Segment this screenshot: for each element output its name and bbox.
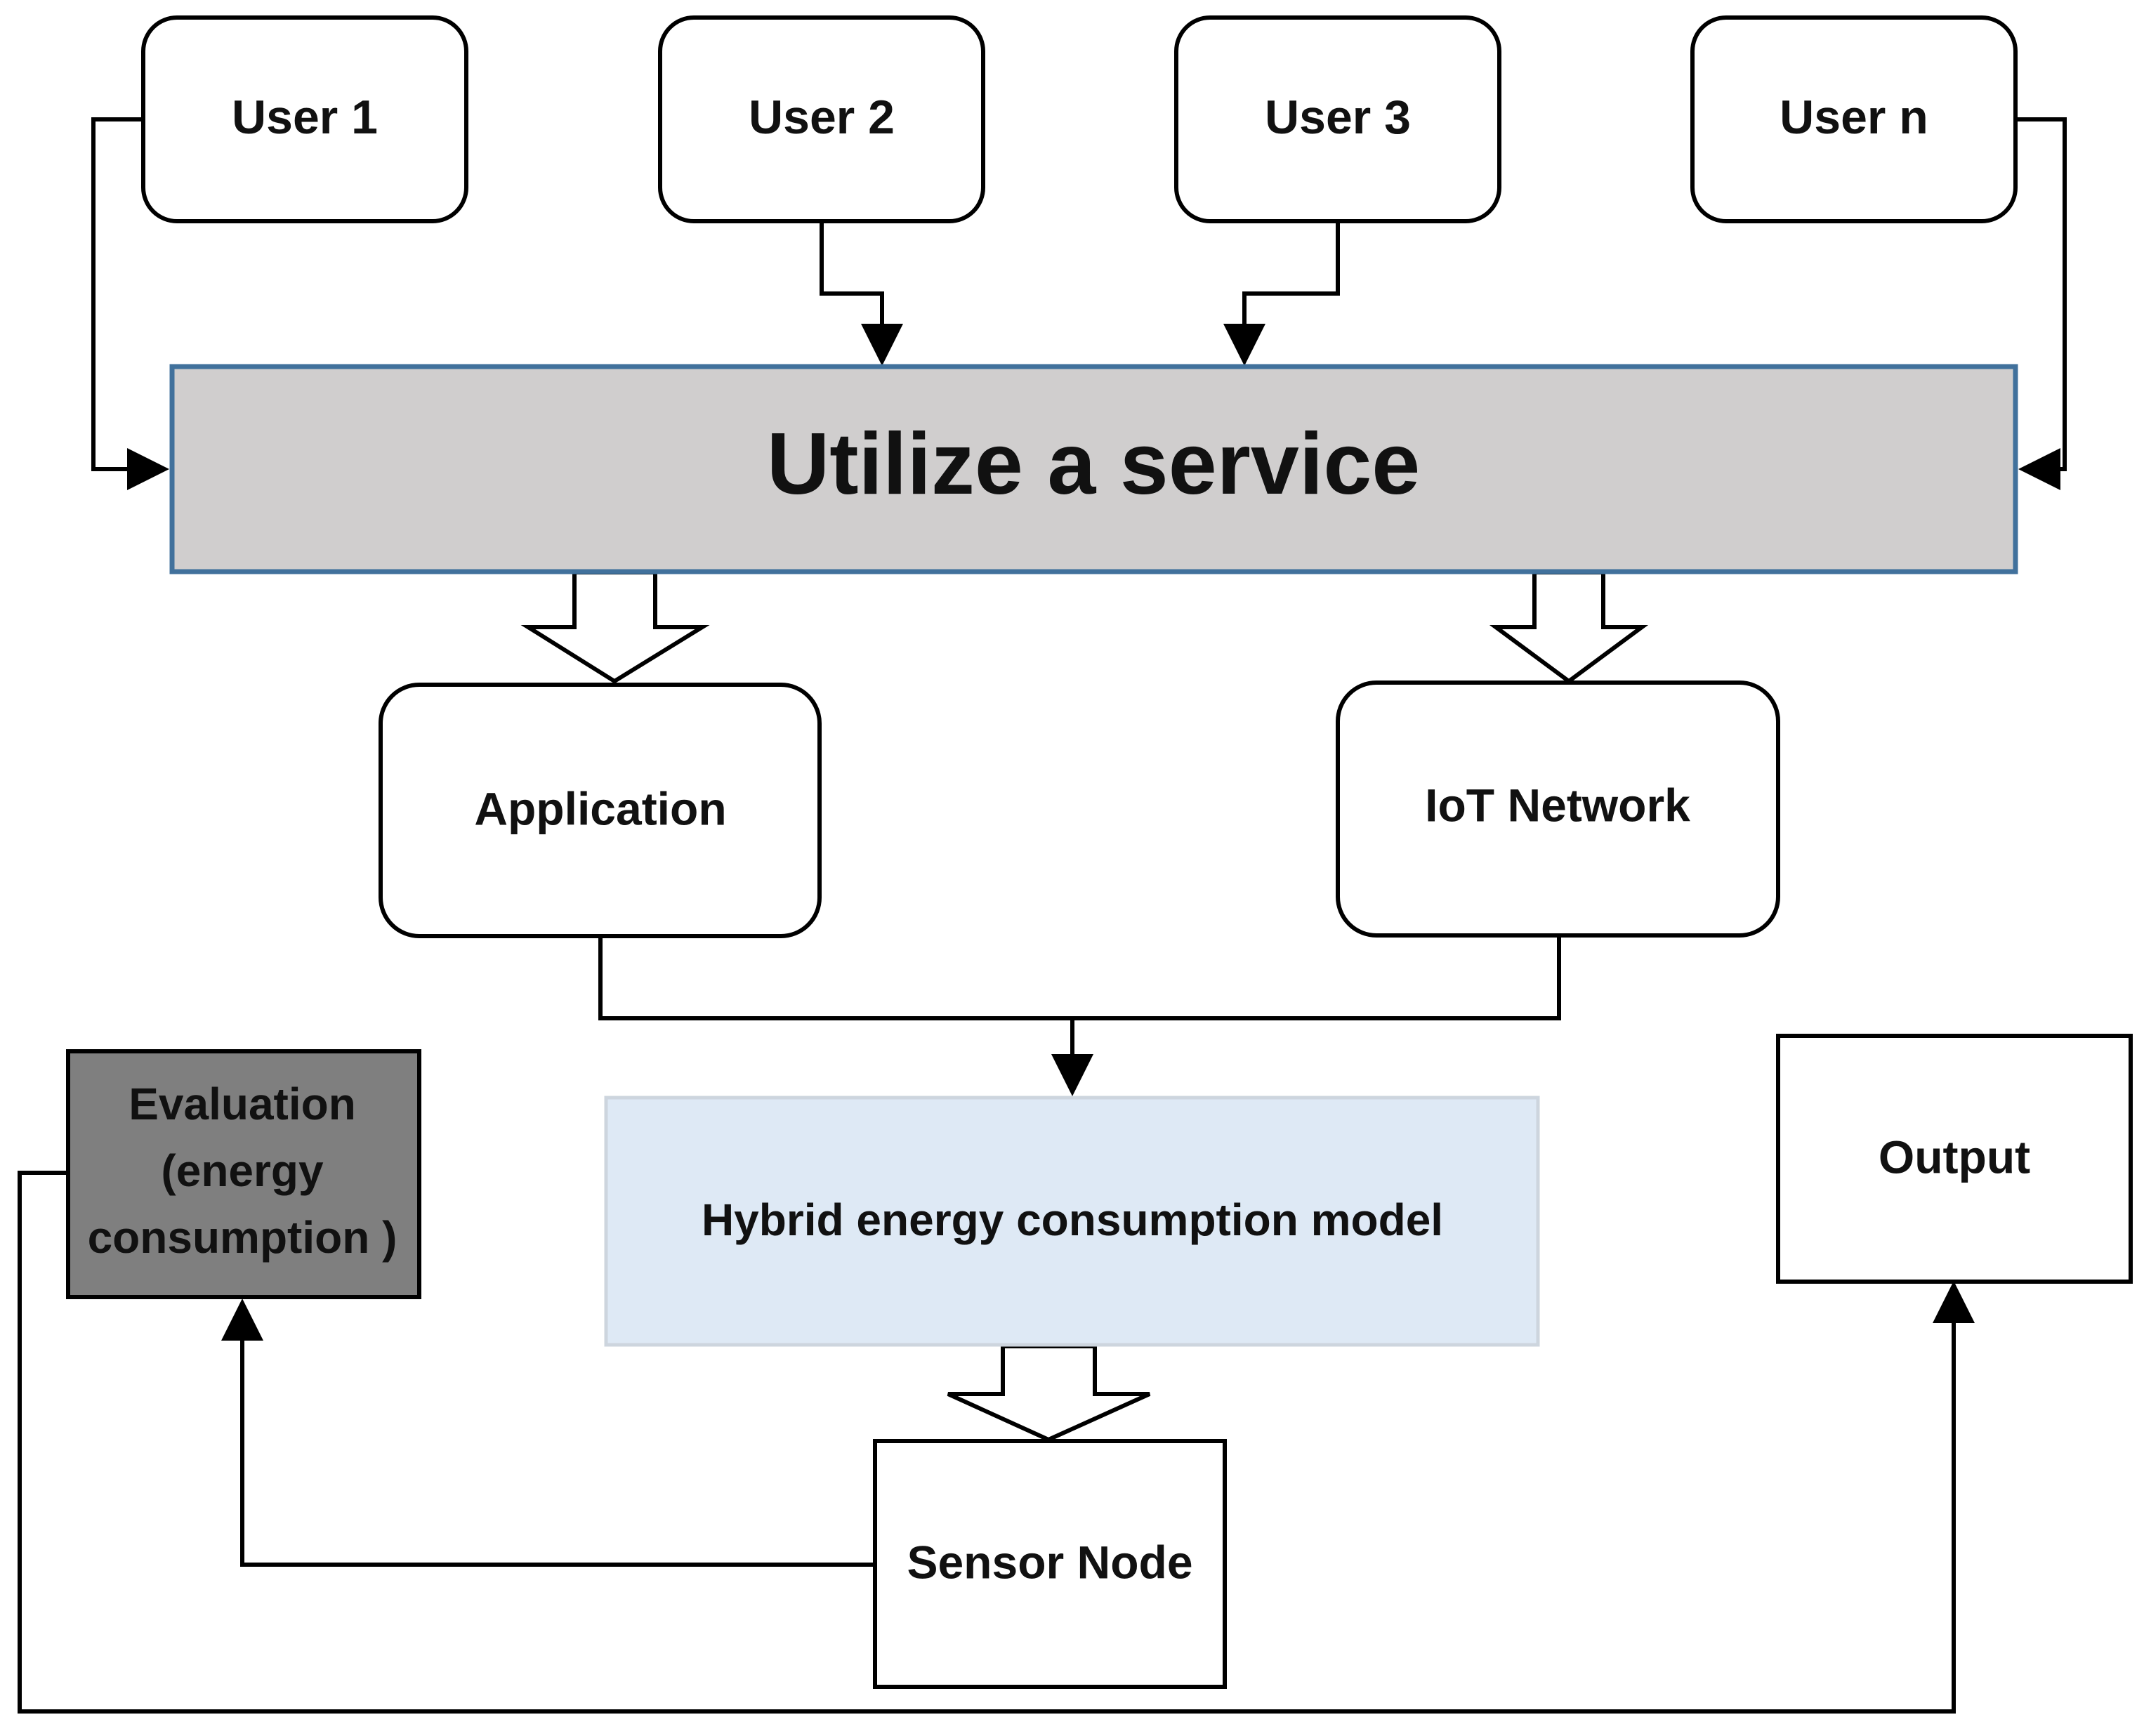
- user-3-label: User 3: [1265, 91, 1411, 144]
- evaluation-label-line2: (energy: [161, 1145, 324, 1196]
- connector-user3-service: [1223, 221, 1340, 366]
- user-2-box: [658, 15, 985, 223]
- block-arrow-model-sensor: [947, 1344, 1151, 1442]
- users-row: User 1 User 2 User 3 User n: [141, 15, 2018, 223]
- sensor-node-box: [873, 1439, 1227, 1689]
- service-label: Utilize a service: [767, 416, 1421, 513]
- block-arrow-service-application: [520, 570, 710, 684]
- user-3-box: [1174, 15, 1501, 223]
- application-label: Application: [474, 782, 726, 834]
- iot-network-box: [1336, 680, 1780, 938]
- application-box: [379, 683, 822, 938]
- model-box: [604, 1096, 1540, 1347]
- connector-sensor-evaluation: [221, 1298, 875, 1567]
- user-1-label: User 1: [232, 91, 378, 144]
- connector-user1-service: [91, 117, 169, 490]
- evaluation-label-line1: Evaluation: [129, 1079, 356, 1129]
- model-label: Hybrid energy consumption model: [702, 1195, 1443, 1245]
- connector-usern-service: [2015, 117, 2067, 490]
- evaluation-box: [66, 1049, 421, 1299]
- connector-user2-service: [820, 221, 903, 366]
- output-box: [1776, 1034, 2133, 1284]
- iot-network-label: IoT Network: [1425, 779, 1690, 831]
- sensor-node-label: Sensor Node: [907, 1536, 1192, 1588]
- user-n-label: User n: [1780, 91, 1928, 144]
- connector-evaluation-output: [18, 1171, 1975, 1714]
- connectors: [18, 117, 2067, 1714]
- block-arrow-service-iot: [1489, 570, 1649, 684]
- user-2-label: User 2: [749, 91, 895, 144]
- evaluation-label-line3: consumption ): [88, 1212, 397, 1263]
- output-label: Output: [1879, 1131, 2030, 1183]
- service-box: [169, 364, 2018, 574]
- connector-application-merge: [598, 936, 1561, 1020]
- user-1-box: [141, 15, 468, 223]
- user-n-box: [1690, 15, 2018, 223]
